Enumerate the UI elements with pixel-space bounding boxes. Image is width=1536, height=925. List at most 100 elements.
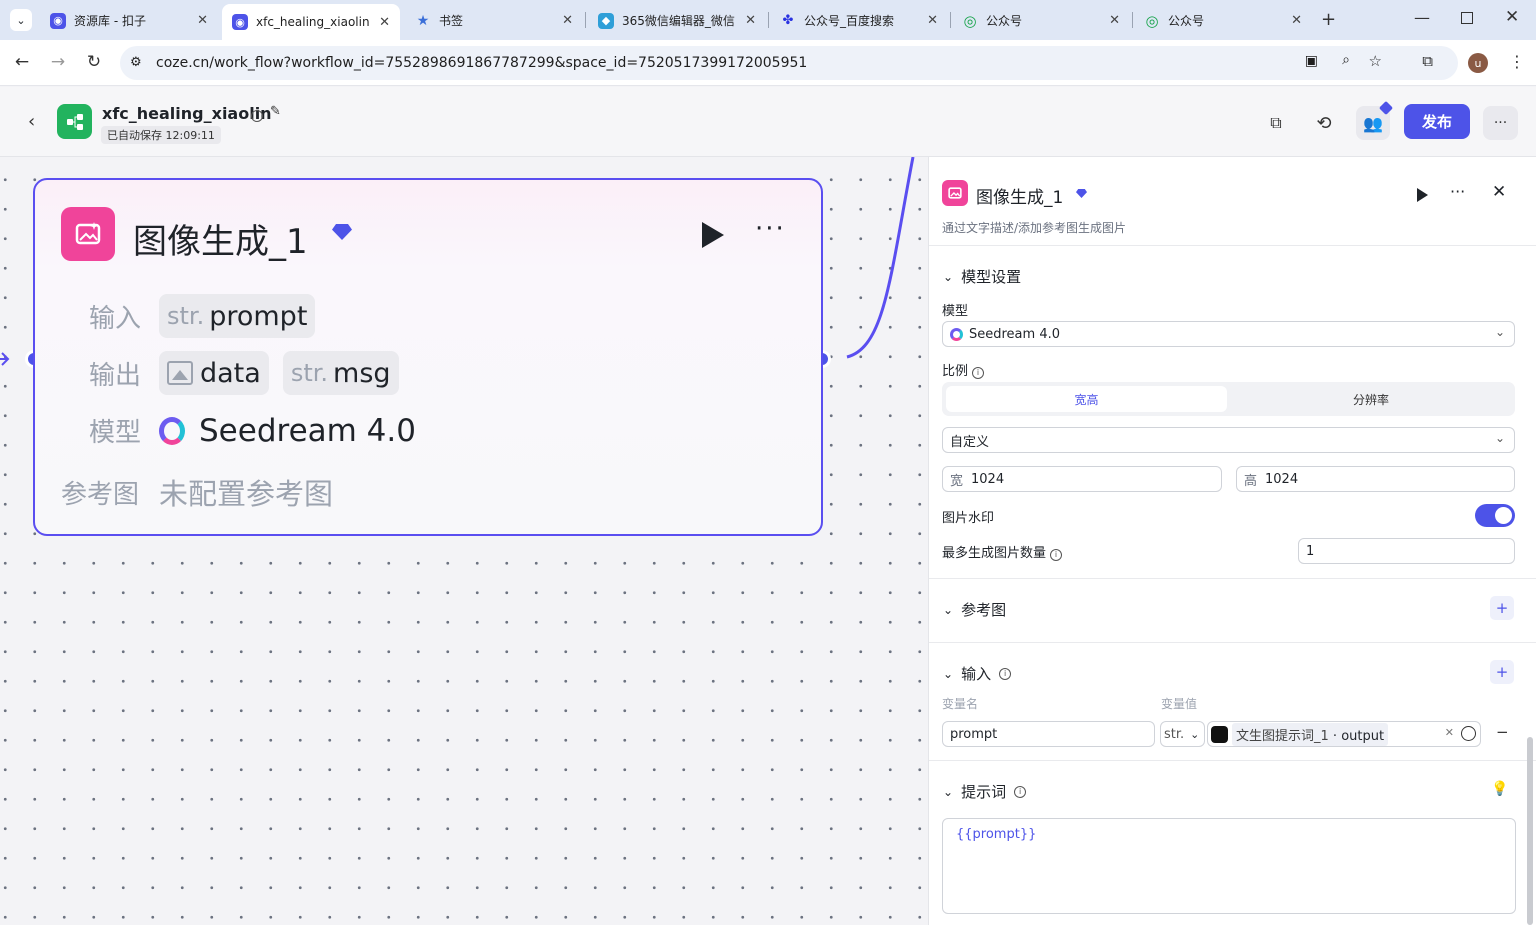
prompt-tips-icon[interactable]: 💡 xyxy=(1491,781,1509,797)
forward-arrow-icon[interactable]: → xyxy=(50,52,66,72)
output-data-chip: data xyxy=(159,351,269,395)
chevron-down-icon: ⌄ xyxy=(943,269,954,284)
info-icon[interactable] xyxy=(251,107,263,126)
image-type-icon xyxy=(167,361,193,385)
baidu-paw-icon: ✤ xyxy=(782,13,794,28)
ratio-tabs: 宽高 分辨率 xyxy=(942,382,1515,416)
variable-name-input[interactable]: prompt xyxy=(942,721,1155,747)
remove-variable-icon[interactable]: − xyxy=(1496,723,1509,741)
variable-type-select[interactable]: str.⌄ xyxy=(1160,721,1205,747)
tab-baidu-search[interactable]: ✤公众号_百度搜索✕ xyxy=(770,6,948,35)
extensions-icon[interactable]: ⧉ xyxy=(1422,52,1433,70)
ratio-select[interactable]: 自定义 ⌄ xyxy=(942,427,1515,453)
reference-image-header[interactable]: ⌄参考图 xyxy=(943,601,1007,619)
image-generation-node[interactable]: 图像生成_1 ··· 输入 str.prompt 输出 data str.msg… xyxy=(33,178,823,536)
node-input-row: 输入 str.prompt xyxy=(89,294,329,338)
tab-search-icon[interactable]: ⌄ xyxy=(10,9,32,31)
autosave-badge: 已自动保存 12:09:11 xyxy=(101,126,221,144)
watermark-toggle[interactable] xyxy=(1475,504,1515,527)
clipboard-icon[interactable]: ▣ xyxy=(1304,53,1318,69)
model-settings-header[interactable]: ⌄模型设置 xyxy=(943,268,1022,286)
panel-more-icon[interactable]: ··· xyxy=(1450,182,1466,201)
model-select[interactable]: Seedream 4.0 ⌄ xyxy=(942,321,1515,347)
panel-run-icon[interactable] xyxy=(1417,188,1428,202)
close-window-icon[interactable]: ✕ xyxy=(1505,7,1520,27)
more-options-icon[interactable]: ··· xyxy=(1483,106,1518,140)
node-title: 图像生成_1 xyxy=(133,222,308,262)
info-icon[interactable]: i xyxy=(1050,548,1063,561)
profile-avatar[interactable]: u xyxy=(1468,53,1488,73)
history-icon[interactable]: ⟲ xyxy=(1316,112,1332,134)
reload-icon[interactable]: ↻ xyxy=(86,52,102,72)
tab-divider xyxy=(1132,12,1133,28)
close-tab-icon[interactable]: ✕ xyxy=(927,13,938,28)
seedream-logo-icon xyxy=(159,416,185,445)
coze-favicon-icon: ◉ xyxy=(232,14,248,30)
close-tab-icon[interactable]: ✕ xyxy=(379,14,390,30)
panel-scrollbar[interactable] xyxy=(1527,737,1533,925)
info-icon[interactable]: i xyxy=(972,366,985,379)
node-more-icon[interactable]: ··· xyxy=(755,214,786,244)
chevron-down-icon: ⌄ xyxy=(1190,727,1200,741)
bookmark-star-icon[interactable]: ☆ xyxy=(1368,52,1382,70)
output-msg-chip: str.msg xyxy=(282,351,399,395)
tab-resource-library[interactable]: ◉资源库 - 扣子✕ xyxy=(40,6,218,35)
close-tab-icon[interactable]: ✕ xyxy=(562,13,573,28)
tab-gongzhonghao-2[interactable]: ◎公众号✕ xyxy=(1145,11,1302,30)
zoom-icon[interactable]: ⌕ xyxy=(1342,52,1350,68)
close-tab-icon[interactable]: ✕ xyxy=(1109,13,1120,28)
premium-diamond-icon xyxy=(1076,189,1087,198)
site-info-icon[interactable]: ⚙ xyxy=(130,55,142,70)
tab-workflow[interactable]: ◉xfc_healing_xiaolin✕ xyxy=(222,4,400,40)
tab-365-editor[interactable]: ◆365微信编辑器_微信✕ xyxy=(588,6,766,35)
add-input-button[interactable]: + xyxy=(1490,660,1514,684)
back-chevron-icon[interactable]: ‹ xyxy=(28,111,36,132)
wechat-favicon-icon: ◎ xyxy=(963,11,977,30)
back-arrow-icon[interactable]: ← xyxy=(14,52,30,72)
variable-value-ref[interactable]: 文生图提示词_1 · output ✕ xyxy=(1207,721,1481,747)
minimize-icon[interactable]: — xyxy=(1414,8,1430,27)
tab-gongzhonghao-1[interactable]: ◎公众号✕ xyxy=(963,11,1120,30)
input-chip: str.prompt xyxy=(159,294,316,338)
workflow-title: xfc_healing_xiaolin xyxy=(102,104,272,123)
browser-tab-bar: ⌄ ◉资源库 - 扣子✕ ◉xfc_healing_xiaolin✕ ★书签✕ … xyxy=(0,0,1536,40)
maximize-icon[interactable] xyxy=(1461,12,1473,24)
tab-width-height[interactable]: 宽高 xyxy=(946,386,1227,412)
tab-bookmarks[interactable]: ★书签✕ xyxy=(416,12,573,29)
edit-icon[interactable]: ✎ xyxy=(270,104,281,119)
clear-ref-icon[interactable]: ✕ xyxy=(1444,726,1454,739)
copy-icon[interactable]: ⧉ xyxy=(1270,113,1282,132)
prompt-textarea[interactable]: {{prompt}} xyxy=(942,818,1516,914)
workflow-logo-icon xyxy=(57,104,92,139)
close-tab-icon[interactable]: ✕ xyxy=(745,13,756,28)
add-reference-button[interactable]: + xyxy=(1490,596,1514,620)
tab-resolution[interactable]: 分辨率 xyxy=(1352,392,1389,407)
info-icon[interactable]: i xyxy=(1014,785,1027,798)
info-icon[interactable]: i xyxy=(999,667,1012,680)
chevron-down-icon: ⌄ xyxy=(1494,325,1505,339)
panel-description: 通过文字描述/添加参考图生成图片 xyxy=(942,221,1127,235)
workflow-canvas[interactable]: 图像生成_1 ··· 输入 str.prompt 输出 data str.msg… xyxy=(0,157,928,925)
url-field[interactable]: ⚙ coze.cn/work_flow?workflow_id=75528986… xyxy=(120,46,1458,80)
publish-button[interactable]: 发布 xyxy=(1404,104,1470,139)
tab-divider xyxy=(585,12,586,28)
new-tab-icon[interactable]: + xyxy=(1321,9,1337,30)
tab-divider xyxy=(950,12,951,28)
close-tab-icon[interactable]: ✕ xyxy=(197,13,208,28)
max-count-input[interactable]: 1 xyxy=(1298,538,1515,564)
node-output-row: 输出 data str.msg xyxy=(89,351,413,395)
premium-diamond-icon xyxy=(332,224,352,240)
browser-menu-icon[interactable]: ⋮ xyxy=(1509,52,1525,71)
close-tab-icon[interactable]: ✕ xyxy=(1291,13,1302,28)
run-node-icon[interactable] xyxy=(702,222,724,248)
target-icon[interactable] xyxy=(1461,726,1476,741)
image-generation-icon xyxy=(61,207,115,261)
panel-close-icon[interactable]: ✕ xyxy=(1492,182,1507,202)
